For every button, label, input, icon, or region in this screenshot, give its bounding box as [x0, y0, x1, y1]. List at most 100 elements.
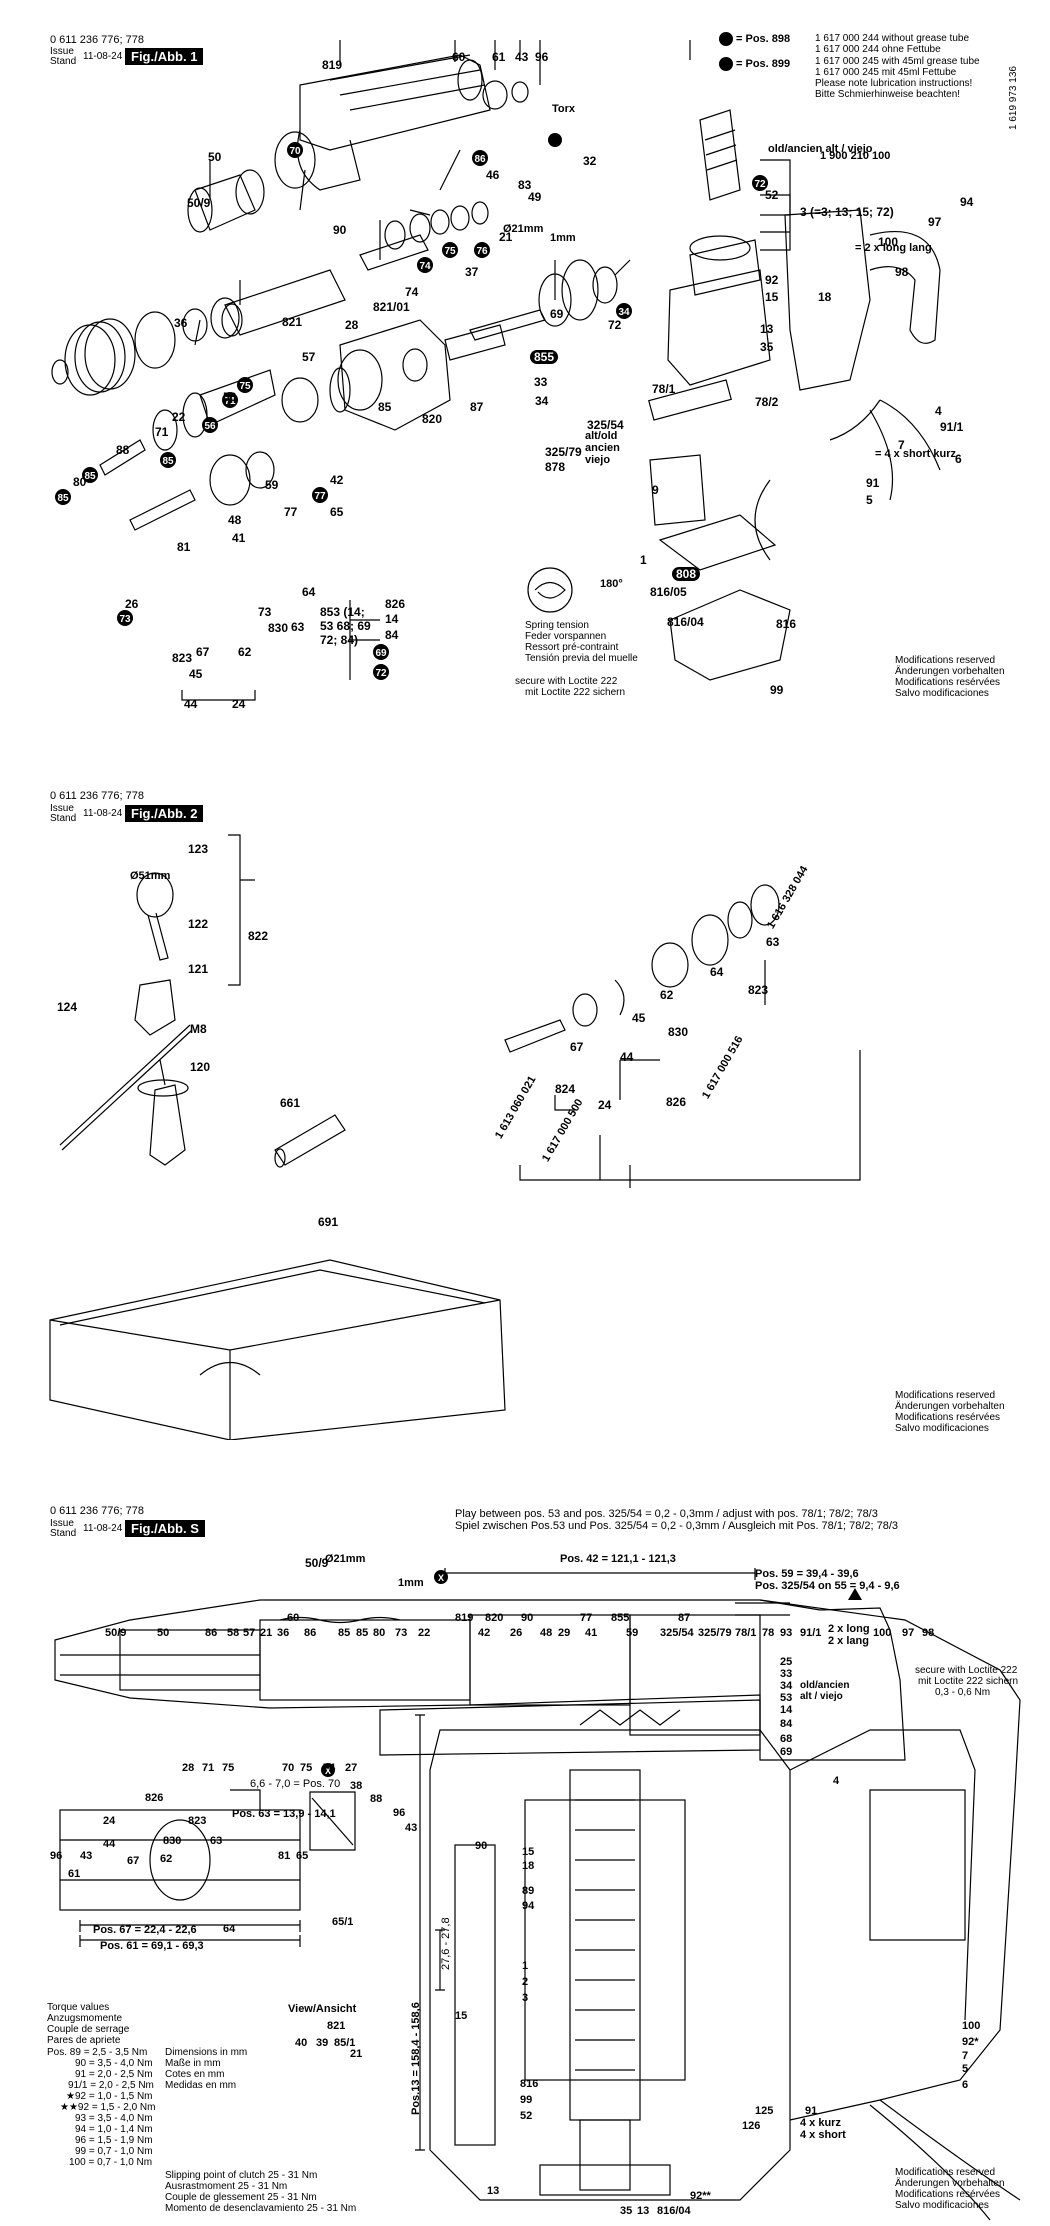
armature-detail: [454, 1844, 496, 2146]
fig2-drawing: [49, 834, 861, 1440]
label-48: 59: [265, 478, 279, 492]
armature-section: [569, 1769, 641, 2121]
figs-bottom-43: 43: [405, 1822, 418, 1834]
loctite-1: secure with Loctite 222: [515, 676, 618, 687]
figs-bottom-92ss: 92**: [690, 2190, 711, 2202]
pos13-dim: Pos.13 = 158,4 - 158,6: [410, 2002, 422, 2115]
label-m8: M8: [190, 1022, 207, 1036]
figs-top-100: 100: [873, 1627, 892, 1639]
label-46: 46: [486, 168, 500, 182]
label-92: 99: [770, 683, 784, 697]
detail-62: 62: [160, 1853, 173, 1865]
torque-93: 93 = 3,5 - 4,0 Nm: [75, 2113, 153, 2124]
figs-top-86: 86: [205, 1627, 218, 1639]
label-90: 90: [333, 223, 347, 237]
label-830: 62: [238, 645, 252, 659]
figs-bottom-13b: 13: [487, 2185, 500, 2197]
label-80: 88: [116, 443, 130, 457]
clutch-detail-box: [59, 1809, 301, 1911]
figs-bottom-71: 71: [202, 1762, 215, 1774]
torque-91-1: 91/1 = 2,0 - 2,5 Nm: [68, 2080, 154, 2091]
hammer-section-outline: [54, 1599, 906, 1761]
motor-section-outline: [429, 1729, 791, 2201]
label-661: 661: [280, 1096, 301, 1110]
detail-40: 40: [295, 2037, 308, 2049]
fig2-stand: Stand: [50, 813, 77, 824]
figs-right-68: 68: [780, 1733, 793, 1745]
label-50-9: 50/9: [187, 196, 211, 210]
detail-39: 39: [316, 2037, 329, 2049]
torque-96: 96 = 1,5 - 1,9 Nm: [75, 2135, 153, 2146]
label-100-a: 94: [960, 195, 974, 209]
label-855: 33: [534, 375, 548, 389]
figs-top-87: 87: [678, 1612, 691, 1624]
svg-text:73: 73: [119, 614, 131, 625]
label-878: 325/54: [587, 418, 624, 432]
figs-bottom-88: 88: [370, 1793, 383, 1805]
figs-bottom-28: 28: [182, 1762, 195, 1774]
figs-bottom-7: 7: [962, 2050, 969, 2062]
label-29: 41: [232, 531, 246, 545]
label-24: 44: [184, 697, 198, 711]
dim-27: 27,6 - 27,8: [440, 1917, 452, 1970]
fig2-title: Fig./Abb. 2: [125, 805, 204, 822]
torque-100: 100 = 0,7 - 1,0 Nm: [69, 2157, 153, 2168]
cable-section: [879, 2099, 1021, 2201]
detail-24: 24: [103, 1815, 116, 1827]
old-part: 1 900 210 100: [820, 150, 891, 162]
pos898-label: = Pos. 898: [736, 33, 791, 45]
label-325-79: 855: [530, 350, 559, 364]
figs-bottom-90: 90: [475, 1840, 488, 1852]
label-59: 87: [470, 400, 484, 414]
figs-bottom-92s: 92*: [962, 2036, 979, 2048]
pos898-marker: [719, 32, 733, 46]
label-125: 91: [866, 476, 880, 490]
figs-top-86b: 86: [304, 1627, 317, 1639]
spring-tension-4: Tensión previa del muelle: [525, 653, 638, 664]
label-94: 35: [760, 340, 774, 354]
figs-bottom-52: 52: [520, 2110, 533, 2122]
figs-bottom-15b: 15: [455, 2010, 468, 2022]
figs-top-36: 36: [277, 1627, 290, 1639]
pos899-line-1: 1 617 000 245 with 45ml grease tube: [815, 56, 980, 67]
pos42-dim: Pos. 42 = 121,1 - 121,3: [560, 1553, 676, 1565]
label-121: 121: [188, 962, 209, 976]
figs-right-84: 84: [780, 1718, 793, 1730]
pos63-dim: Pos. 63 = 13,9 - 14,1: [232, 1808, 336, 1820]
label-37: 37: [465, 265, 479, 279]
view-x-label: View/Ansicht: [288, 2003, 357, 2015]
figs-top-91-1: 91/1: [800, 1627, 822, 1639]
fig2-label-64: 64: [710, 965, 724, 979]
label-825: 69: [550, 307, 564, 321]
figs-label-37: 50/9: [305, 1556, 329, 1570]
spring-shape: [64, 324, 116, 396]
figs-bottom-15: 15: [522, 1846, 535, 1858]
figs-bottom-94: 94: [522, 1900, 535, 1912]
pos898-line-1: 1 617 000 244 without grease tube: [815, 33, 970, 44]
torque-89: Pos. 89 = 2,5 - 3,5 Nm: [47, 2047, 148, 2058]
play-note-1: Play between pos. 53 and pos. 325/54 = 0…: [455, 1508, 878, 1520]
figs-right-53: 53: [780, 1692, 793, 1704]
label-6: 91/1: [940, 420, 964, 434]
torque-title-1: Torque values: [47, 2002, 110, 2013]
label-96: 96: [535, 50, 549, 64]
label-38: 80: [73, 475, 87, 489]
cable-shape: [869, 399, 941, 501]
torque-92ss: ★★92 = 1,5 - 2,0 Nm: [60, 2102, 156, 2113]
figs-bottom-3: 3: [522, 1992, 529, 2004]
svg-text:77: 77: [314, 491, 326, 502]
svg-text:X: X: [325, 1766, 331, 1776]
figs-bottom-89: 89: [522, 1885, 535, 1897]
label-84: 14: [385, 612, 399, 626]
svg-text:75: 75: [239, 381, 251, 392]
figs-bottom-6: 6: [962, 2079, 969, 2091]
figs-doc-number: 0 611 236 776; 778: [50, 1505, 144, 1517]
label-1: 78/2: [755, 395, 779, 409]
figs-bottom-1: 1: [522, 1960, 529, 1972]
fig2-mod-2: Änderungen vorbehalten: [895, 1401, 1005, 1412]
label-821: 36: [174, 316, 188, 330]
torque-90: 90 = 3,5 - 4,0 Nm: [75, 2058, 153, 2069]
figs-date: 11-08-24: [83, 1523, 123, 1534]
torque-94: 94 = 1,0 - 1,4 Nm: [75, 2124, 153, 2135]
dimensions-4: Medidas en mm: [165, 2080, 237, 2091]
